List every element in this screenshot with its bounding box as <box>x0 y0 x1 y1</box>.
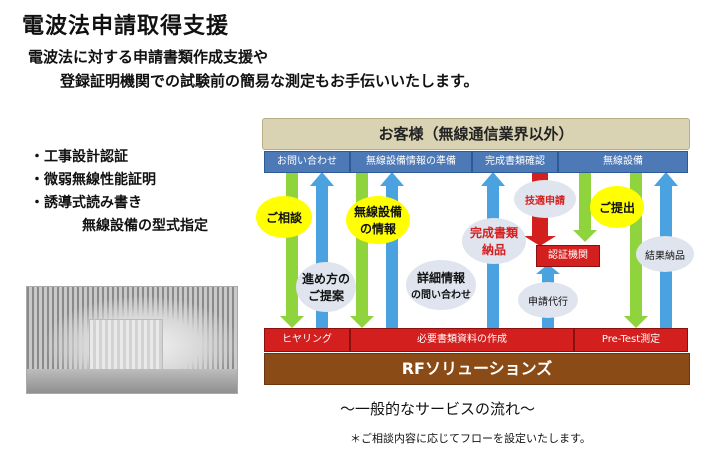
bubble-info-line2: の情報 <box>359 222 396 236</box>
service-item: 無線設備の型式指定 <box>82 218 208 234</box>
company-box: RFソリューションズ <box>264 353 690 385</box>
tab-equipment: 無線設備 <box>558 151 688 173</box>
bubble-consult: ご相談 <box>256 196 312 238</box>
intro-line-2: 登録証明機関での試験前の簡易な測定もお手伝いいたします。 <box>60 72 479 90</box>
bubble-info-line1: 無線設備 <box>353 205 402 219</box>
bubble-proposal: 進め方の ご提案 <box>296 262 356 312</box>
bubble-docs-line1: 完成書類 <box>469 226 518 240</box>
bubble-detail-line1: 詳細情報 <box>416 271 465 285</box>
bubble-agent-label: 申請代行 <box>528 296 568 308</box>
bubble-tech-apply-label: 技適申請 <box>525 195 565 207</box>
page-title: 電波法申請取得支援 <box>22 14 230 39</box>
arrow-down-consult <box>286 172 298 318</box>
service-list: ・工事設計認証 ・微弱無線性能証明 ・誘導式読み書き 無線設備の型式指定 <box>30 146 208 238</box>
bubble-submit: ご提出 <box>590 186 644 228</box>
bubble-detail-inquiry: 詳細情報 の問い合わせ <box>406 260 476 310</box>
service-item: ・工事設計認証 <box>30 149 128 165</box>
tab-docs-check: 完成書類確認 <box>472 151 558 173</box>
bubble-application-agent: 申請代行 <box>518 282 578 318</box>
tab-info-prep: 無線設備情報の準備 <box>350 151 472 173</box>
bubble-consult-label: ご相談 <box>265 210 302 225</box>
flow-caption: ～一般的なサービスの流れ～ <box>340 400 536 418</box>
intro-line-1: 電波法に対する申請書類作成支援や <box>28 48 269 66</box>
step-hearing: ヒヤリング <box>264 328 350 352</box>
arrow-up-detail-head <box>380 172 404 186</box>
arrow-down-submit <box>579 172 591 232</box>
arrow-down-submit-head <box>573 230 597 242</box>
bubble-docs-line2: 納品 <box>481 243 506 257</box>
service-item: ・誘導式読み書き <box>30 195 142 211</box>
arrow-down-info-head <box>350 316 374 328</box>
flow-note: ＊ご相談内容に応じてフローを設定いたします。 <box>350 432 591 445</box>
step-docs-creation: 必要書類資料の作成 <box>350 328 574 352</box>
bubble-detail-line2: の問い合わせ <box>411 290 471 301</box>
step-pretest: Pre-Test測定 <box>574 328 688 352</box>
arrow-down-result-lane-head <box>624 316 648 328</box>
service-item: ・微弱無線性能証明 <box>30 172 156 188</box>
bubble-docs-delivery: 完成書類 納品 <box>462 218 526 264</box>
bubble-result-label: 結果納品 <box>645 250 685 262</box>
arrow-up-docs-head <box>481 172 505 186</box>
arrow-down-consult-head <box>280 316 304 328</box>
chamber-inner-wall <box>89 319 163 377</box>
arrow-down-info <box>356 172 368 318</box>
bubble-proposal-line1: 進め方の <box>301 272 350 286</box>
arrow-up-result-head <box>654 172 678 186</box>
bubble-equipment-info: 無線設備 の情報 <box>346 196 410 244</box>
chamber-floor <box>27 369 237 393</box>
arrow-up-proposal-head <box>310 172 334 186</box>
bubble-tech-apply: 技適申請 <box>514 180 576 218</box>
anechoic-chamber-photo <box>26 286 238 394</box>
bubble-proposal-line2: ご提案 <box>307 289 344 303</box>
bubble-result-delivery: 結果納品 <box>636 236 694 272</box>
arrow-up-agent-head <box>536 264 560 274</box>
certification-body-box: 認証機関 <box>536 245 600 267</box>
tab-inquiry: お問い合わせ <box>264 151 350 173</box>
customer-box: お客様（無線通信業界以外） <box>262 118 690 150</box>
bubble-submit-label: ご提出 <box>598 200 635 215</box>
